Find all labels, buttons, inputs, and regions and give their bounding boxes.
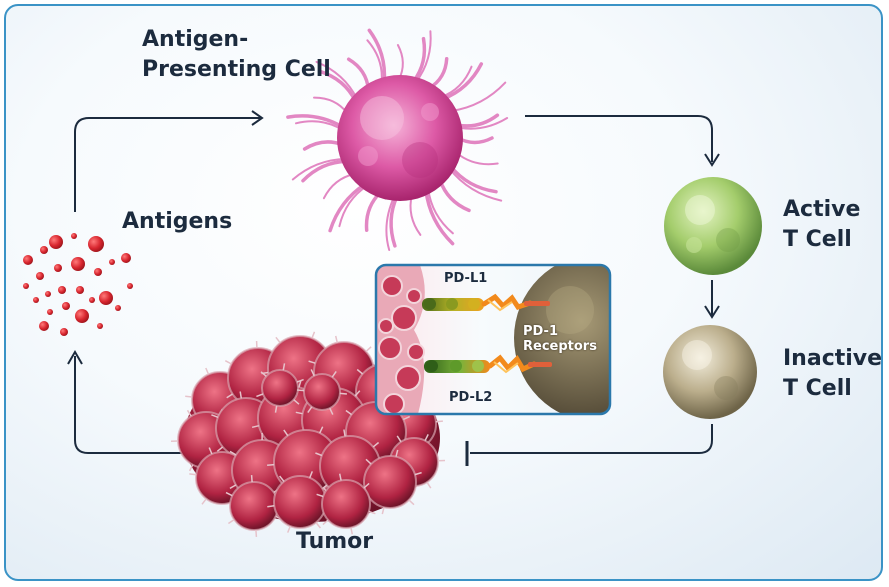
active-t-cell (664, 177, 762, 275)
antigen-presenting-cell (286, 28, 509, 251)
inactive-t-cell (663, 325, 757, 419)
active-t-cell-label-line1: Active (783, 197, 861, 222)
pd-l2-ligand (424, 360, 490, 373)
active-t-cell-label-line2: T Cell (783, 227, 852, 252)
pd-l2-label: PD-L2 (449, 390, 493, 405)
arrowhead-active (704, 153, 720, 167)
antigen-particles (23, 233, 133, 336)
cycle-arrows (67, 110, 720, 454)
arrowhead-inactive (704, 305, 720, 319)
arrowhead-antigens (67, 350, 83, 365)
inactive-t-cell-label-line1: Inactive (783, 346, 883, 371)
apc-label-line2: Presenting Cell (142, 57, 331, 82)
pd-1-receptor-lower (487, 354, 552, 374)
pd1-t-cell (514, 265, 610, 414)
pd-l1-label: PD-L1 (444, 271, 488, 286)
tumor-label: Tumor (296, 529, 374, 554)
pd-l1-ligand (422, 298, 484, 311)
pd-1-receptors-label-line1: PD-1 (523, 324, 559, 339)
inactive-t-cell-label-line2: T Cell (783, 376, 852, 401)
antigens-label: Antigens (122, 209, 233, 234)
arrow-antigens-to-apc (74, 117, 260, 212)
arrow-apc-to-active (525, 115, 713, 162)
arrow-tumor-to-antigens (74, 356, 185, 454)
arrowhead-apc (251, 110, 264, 126)
tumor-surface (376, 265, 425, 414)
pd-1-receptor-upper (481, 293, 550, 312)
pd-1-receptors-label-line2: Receptors (523, 339, 597, 354)
apc-label-line1: Antigen- (142, 27, 249, 52)
arrow-inactive-to-tumor (470, 424, 713, 454)
pd1-inset (374, 263, 612, 416)
